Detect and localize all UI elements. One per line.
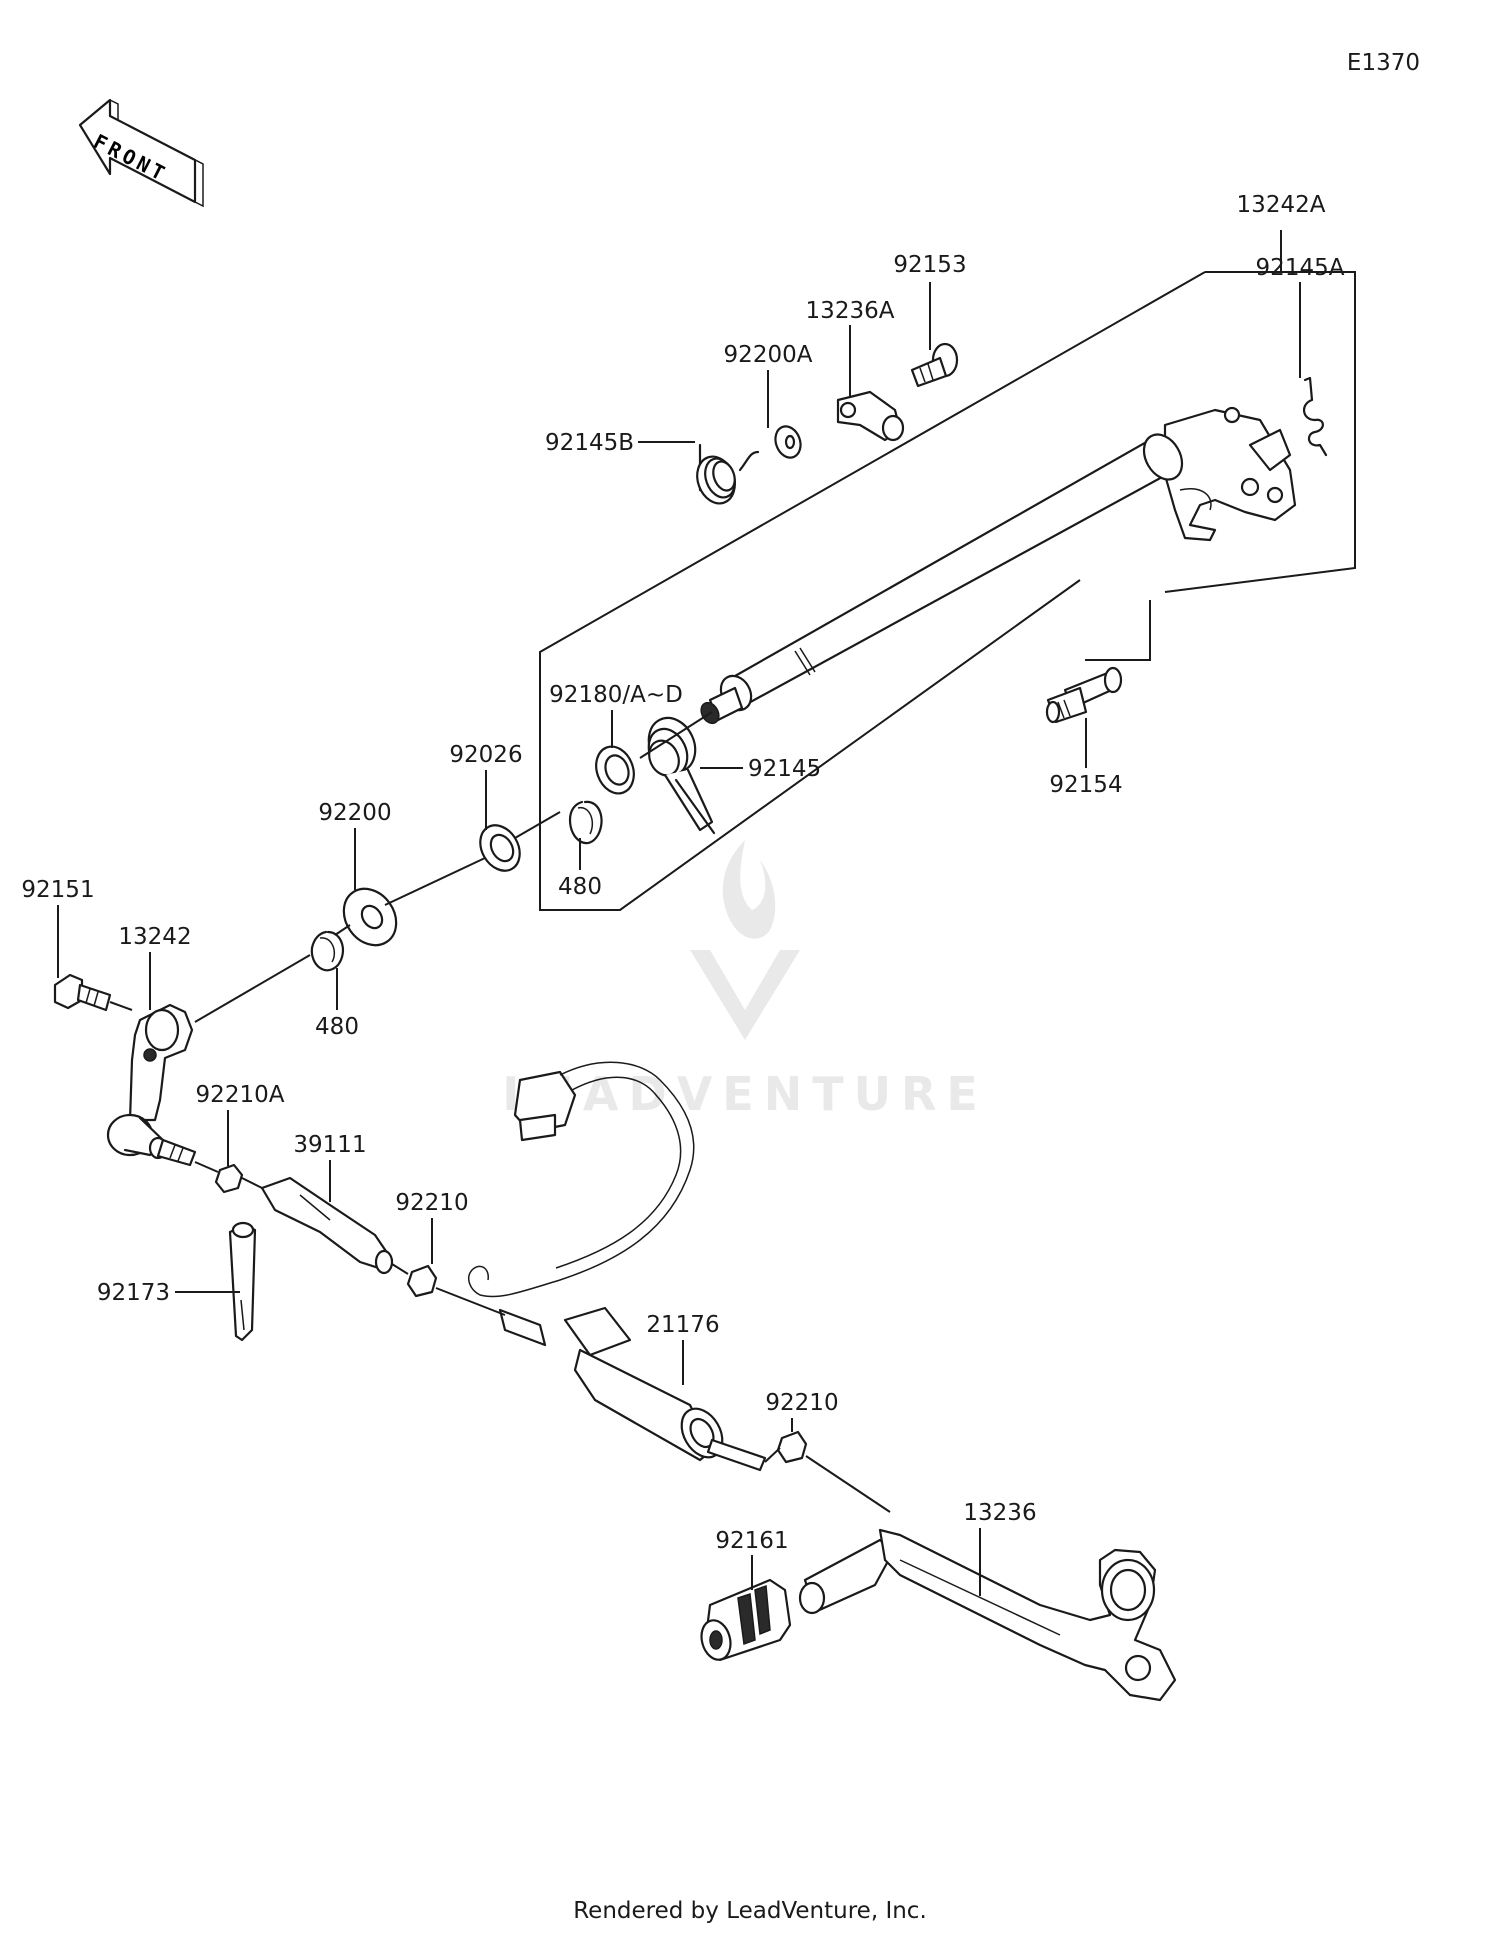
nut-92210-upper xyxy=(406,1264,438,1298)
shift-sensor-21176 xyxy=(468,1061,767,1472)
label-13236: 13236 xyxy=(963,1500,1036,1526)
label-92210-upper: 92210 xyxy=(395,1190,468,1216)
label-92161: 92161 xyxy=(715,1528,788,1554)
washer-92200 xyxy=(342,887,398,947)
label-92145A: 92145A xyxy=(1256,255,1345,281)
watermark: LEADVENTURE xyxy=(502,840,988,1121)
label-92200: 92200 xyxy=(318,800,391,826)
label-92145: 92145 xyxy=(748,756,821,782)
nut-92210-lower xyxy=(776,1430,808,1464)
cotter-92173 xyxy=(228,1221,257,1342)
spring-92145 xyxy=(647,716,716,835)
leader-lines xyxy=(57,230,1301,1596)
footer-credit: Rendered by LeadVenture, Inc. xyxy=(573,1898,927,1924)
bolt-92154 xyxy=(1045,666,1123,724)
label-39111: 39111 xyxy=(293,1132,366,1158)
label-92154: 92154 xyxy=(1049,772,1122,798)
nut-92210A xyxy=(214,1163,244,1194)
part-labels: 13242A 92145A 92153 13236A 92200A 92145B… xyxy=(21,192,1344,1554)
front-arrow-icon: FRONT xyxy=(78,98,204,208)
diagram-id: E1370 xyxy=(1347,50,1420,76)
label-92026: 92026 xyxy=(449,742,522,768)
label-21176: 21176 xyxy=(646,1312,719,1338)
label-13236A: 13236A xyxy=(806,298,895,324)
label-92210A: 92210A xyxy=(196,1082,285,1108)
label-92145B: 92145B xyxy=(545,430,634,456)
circlip-480-upper xyxy=(568,800,603,845)
label-480-lower: 480 xyxy=(315,1014,359,1040)
label-92173: 92173 xyxy=(97,1280,170,1306)
label-92210-lower: 92210 xyxy=(765,1390,838,1416)
washer-92026 xyxy=(479,824,521,872)
label-13242A: 13242A xyxy=(1237,192,1326,218)
label-13242: 13242 xyxy=(118,924,191,950)
label-92151: 92151 xyxy=(21,877,94,903)
washer-92200A xyxy=(774,425,802,459)
shift-pedal-13236 xyxy=(798,1528,1177,1702)
label-480-upper: 480 xyxy=(558,874,602,900)
tie-rod-39111 xyxy=(260,1176,394,1275)
shift-arm-13242 xyxy=(106,1003,197,1167)
label-92200A: 92200A xyxy=(724,342,813,368)
bolt-92151 xyxy=(53,973,112,1012)
spring-92145B xyxy=(696,443,760,505)
label-92153: 92153 xyxy=(893,252,966,278)
bolt-92153 xyxy=(910,342,959,388)
circlip-480-lower xyxy=(310,930,345,972)
seal-92180 xyxy=(595,745,635,795)
watermark-text: LEADVENTURE xyxy=(502,1067,988,1121)
footpeg-92161 xyxy=(700,1578,792,1662)
spring-92145A xyxy=(1303,376,1328,457)
label-92180: 92180/A~D xyxy=(549,682,683,708)
shift-shaft xyxy=(700,406,1297,725)
lever-13236A xyxy=(836,390,905,442)
